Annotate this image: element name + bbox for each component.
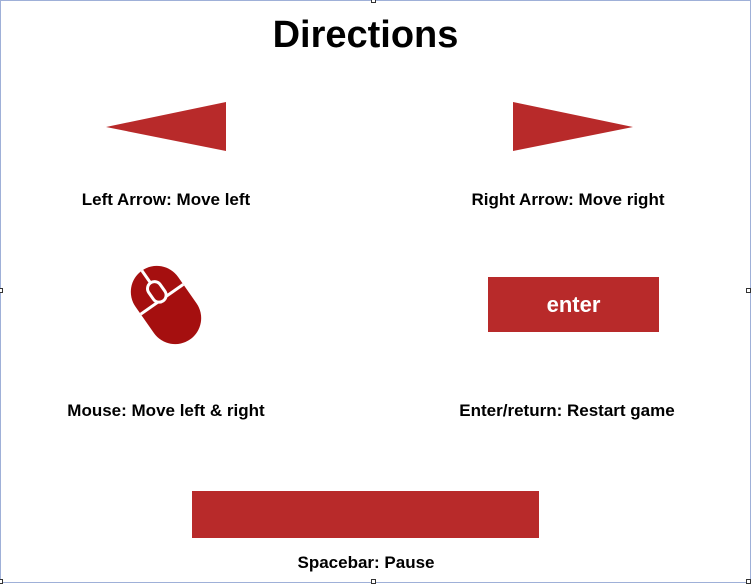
resize-handle[interactable] (746, 579, 751, 584)
spacebar-key-icon (192, 491, 539, 538)
enter-key-icon: enter (488, 277, 659, 332)
left-arrow-icon (106, 102, 226, 151)
right-arrow-icon (513, 102, 633, 151)
resize-handle[interactable] (371, 0, 376, 3)
spacebar-label: Spacebar: Pause (297, 553, 435, 572)
enter-label: Enter/return: Restart game (459, 401, 675, 420)
resize-handle[interactable] (371, 579, 376, 584)
resize-handle[interactable] (0, 579, 3, 584)
mouse-icon (130, 265, 202, 345)
resize-handle[interactable] (746, 288, 751, 293)
mouse-label: Mouse: Move left & right (67, 401, 265, 420)
page-title: Directions (272, 14, 459, 56)
right-arrow-label: Right Arrow: Move right (471, 190, 665, 209)
resize-handle[interactable] (0, 288, 3, 293)
left-arrow-label: Left Arrow: Move left (81, 190, 251, 209)
